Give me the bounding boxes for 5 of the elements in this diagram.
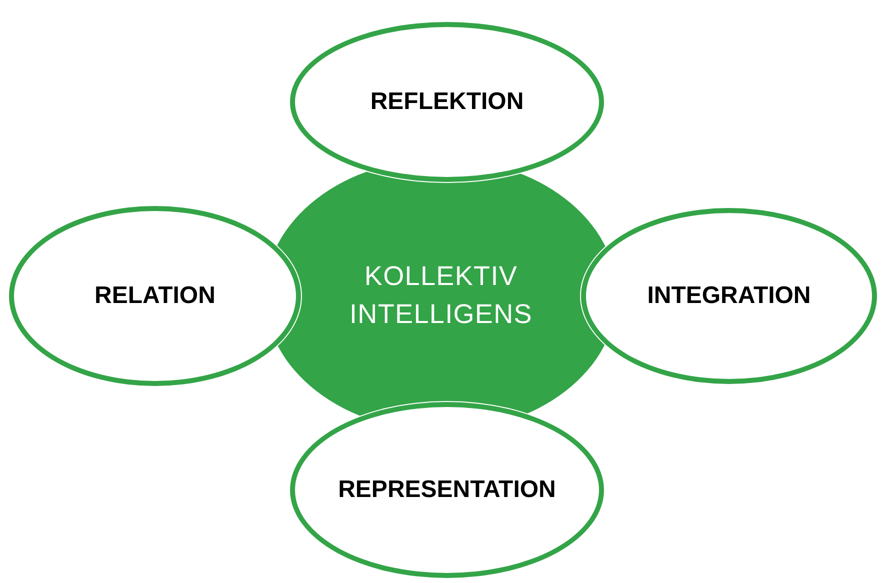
center-label: KOLLEKTIV INTELLIGENS — [348, 260, 534, 331]
ellipse-label: RELATION — [94, 281, 216, 311]
ellipse-label: REFLEKTION — [370, 87, 524, 117]
ellipse-label: INTEGRATION — [647, 281, 811, 311]
ellipse-label: REPRESENTATION — [338, 475, 556, 505]
